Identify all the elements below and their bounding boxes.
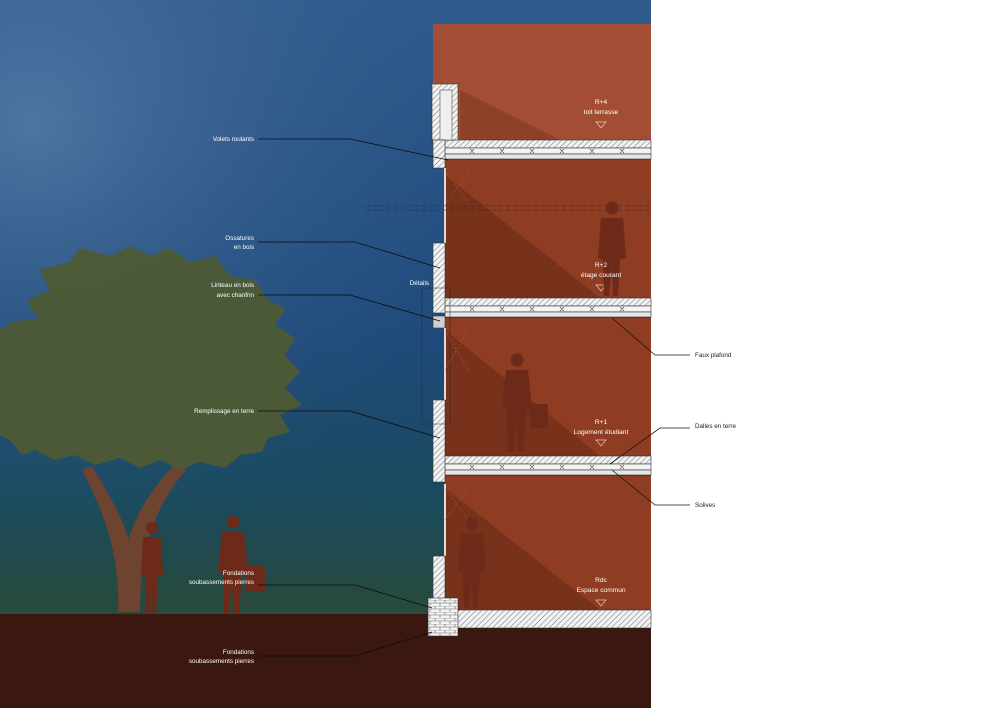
label-dalles: Dalles en terre bbox=[695, 423, 736, 430]
person-outside-1 bbox=[141, 522, 163, 613]
level-r2-name: R+2 bbox=[595, 262, 608, 269]
label-fondations2-2: soubassements pierres bbox=[189, 658, 254, 665]
leader-linteau bbox=[258, 294, 441, 322]
tree-trunk bbox=[82, 462, 186, 612]
annotations-left: Volets roulants Ossatures en bois Lintea… bbox=[189, 136, 429, 665]
shadow-roof bbox=[460, 90, 560, 140]
slab-r1 bbox=[444, 455, 652, 476]
level-r4-name: R+4 bbox=[595, 99, 608, 106]
label-remplissage: Remplissage en terre bbox=[194, 408, 254, 415]
level-r1-sub: Logement étudiant bbox=[574, 429, 629, 436]
leader-solives bbox=[611, 469, 690, 506]
level-r1-name: R+1 bbox=[595, 419, 608, 426]
shadow-r2 bbox=[445, 175, 600, 298]
leader-ossatures bbox=[258, 241, 441, 269]
level-r4-sub: toit terrasse bbox=[584, 109, 619, 116]
annotations-right: Faux plafond Dalles en terre Solives bbox=[695, 352, 736, 509]
leader-faux-plafond bbox=[611, 317, 690, 356]
details-frame bbox=[366, 169, 651, 521]
leader-fondations1 bbox=[258, 584, 433, 609]
ground bbox=[0, 614, 651, 708]
level-rdc-name: Rdc bbox=[595, 577, 607, 584]
label-fondations2-1: Fondations bbox=[223, 649, 254, 656]
tree-canopy bbox=[0, 246, 302, 470]
floor-r1-interior bbox=[445, 318, 651, 456]
level-markers bbox=[595, 121, 607, 607]
level-rdc-sub: Espace commun bbox=[576, 587, 625, 594]
leader-dalles bbox=[609, 427, 690, 465]
facade-wall bbox=[427, 83, 459, 637]
level-labels: R+4 toit terrasse R+2 étage courant R+1 … bbox=[574, 99, 629, 594]
person-r1 bbox=[502, 353, 548, 452]
label-ossatures-1: Ossatures bbox=[225, 235, 254, 242]
label-faux-plafond: Faux plafond bbox=[695, 352, 732, 359]
leader-remplissage bbox=[258, 410, 441, 439]
label-linteau-1: Linteau en bois bbox=[211, 282, 254, 289]
people bbox=[141, 201, 626, 614]
slab-rdc bbox=[454, 609, 652, 629]
person-rdc bbox=[458, 517, 486, 608]
tree bbox=[0, 246, 302, 612]
label-details: Détails bbox=[410, 280, 429, 287]
leader-lines bbox=[258, 138, 690, 657]
person-outside-2 bbox=[218, 515, 265, 614]
label-fondations1-1: Fondations bbox=[223, 570, 254, 577]
leader-fondations2 bbox=[258, 631, 433, 657]
label-volets: Volets roulants bbox=[213, 136, 254, 143]
joists bbox=[469, 148, 625, 470]
building bbox=[366, 24, 652, 637]
label-linteau-2: avec chanfrin bbox=[217, 292, 255, 299]
person-r2 bbox=[598, 201, 626, 296]
label-fondations1-2: soubassements pierres bbox=[189, 579, 254, 586]
label-ossatures-2: en bois bbox=[234, 244, 254, 251]
level-r2-sub: étage courant bbox=[581, 272, 621, 279]
label-solives: Solives bbox=[695, 502, 715, 509]
shadow-rdc bbox=[445, 488, 600, 610]
leader-volets bbox=[258, 138, 449, 161]
